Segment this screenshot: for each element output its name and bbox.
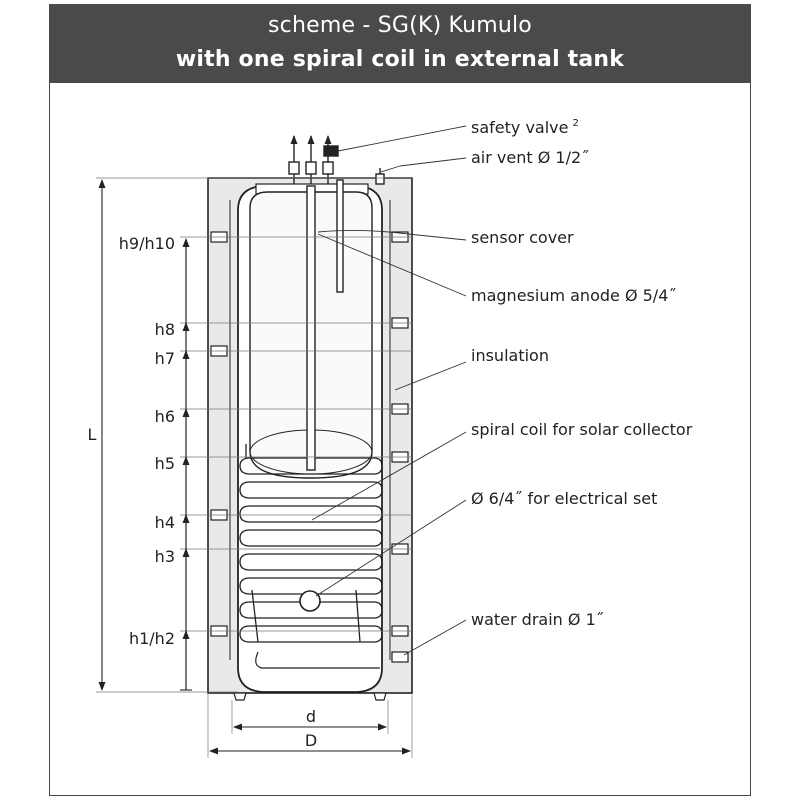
title-line-1: scheme - SG(K) Kumulo (268, 13, 532, 38)
label-h9-h10: h9/h10 (119, 234, 175, 253)
label-L: L (88, 425, 97, 444)
callout-sensor-cover: sensor cover (471, 228, 574, 247)
diagram-header: scheme - SG(K) Kumulo with one spiral co… (49, 4, 751, 83)
label-h1-h2: h1/h2 (129, 629, 175, 648)
label-d: d (306, 707, 316, 726)
callout-electrical-set: Ø 6/4˝ for electrical set (471, 489, 657, 508)
top-connections (288, 135, 385, 471)
label-h3: h3 (155, 547, 175, 566)
electrical-set-flange (299, 590, 321, 612)
label-D: D (305, 731, 317, 750)
callout-leaders (311, 125, 467, 656)
height-labels: h9/h10 h8 h7 h6 h5 h4 h3 h1/h2 (119, 234, 175, 648)
height-reference-lines (96, 177, 412, 693)
tank-feet (233, 692, 387, 701)
label-h6: h6 (155, 407, 175, 426)
dimension-L: L (88, 179, 106, 691)
callout-water-drain: water drain Ø 1˝ (471, 610, 604, 629)
spiral-coil (239, 444, 383, 643)
callout-magnesium-anode: magnesium anode Ø 5/4˝ (471, 286, 676, 305)
dimension-d: d (231, 700, 389, 734)
label-h8: h8 (155, 320, 175, 339)
callout-spiral-coil: spiral coil for solar collector (471, 420, 693, 439)
title-line-2: with one spiral coil in external tank (175, 47, 625, 72)
height-dimension-chain (180, 238, 192, 691)
dimension-D: D (207, 694, 413, 758)
label-h5: h5 (155, 454, 175, 473)
callout-air-vent: air vent Ø 1/2˝ (471, 148, 589, 167)
label-h7: h7 (155, 349, 175, 368)
label-h4: h4 (155, 513, 175, 532)
bottom-bend (255, 651, 380, 669)
callout-insulation: insulation (471, 346, 549, 365)
